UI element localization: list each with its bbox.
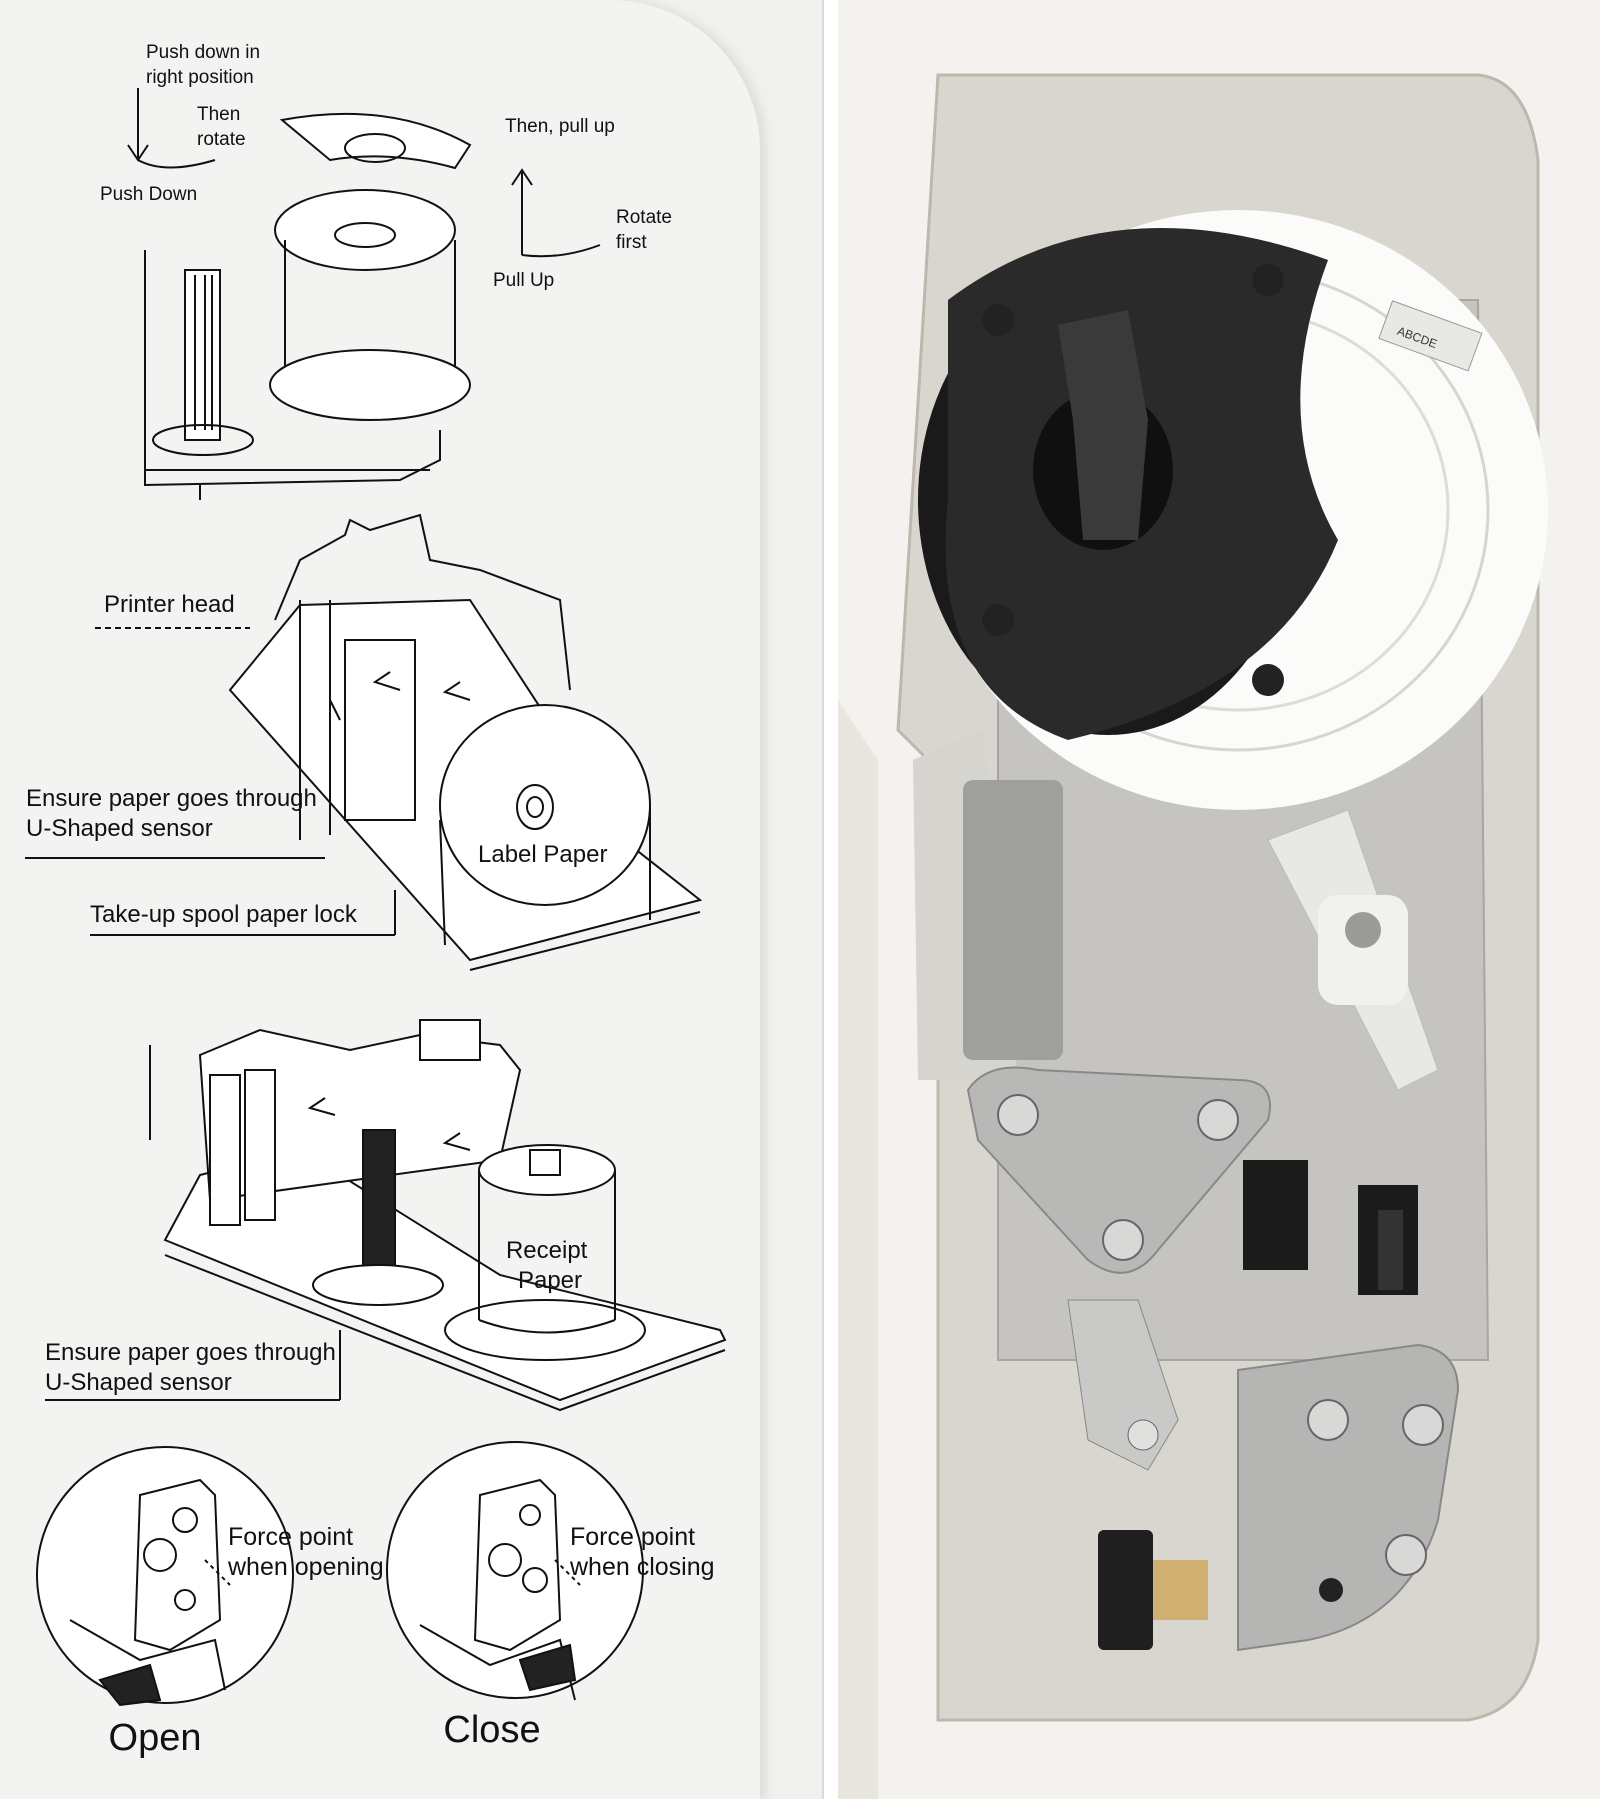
label-label-paper: Label Paper — [478, 841, 607, 868]
spool-cap — [918, 228, 1338, 740]
label-ensure-sensor-2: Ensure paper goes through U-Shaped senso… — [45, 1339, 343, 1396]
instruction-diagram: Push down in right position Then rotate … — [25, 42, 727, 1759]
step2-illustration — [25, 513, 703, 971]
printer-interior-photo: ABCDE — [838, 0, 1600, 1799]
label-rotate-first: Rotate first — [616, 207, 677, 253]
step4-open-illustration — [36, 1446, 294, 1707]
label-receipt-paper: Receipt Paper — [506, 1237, 594, 1294]
label-open: Open — [109, 1717, 202, 1759]
motor-block — [913, 730, 1063, 1080]
label-pull-up: Pull Up — [493, 270, 554, 291]
lever-spring — [1067, 1299, 1208, 1650]
guide-bar — [1267, 809, 1439, 1091]
label-printer-head: Printer head — [104, 591, 235, 618]
scale-strip: ABCDE — [1378, 300, 1483, 372]
step1-illustration — [127, 88, 601, 500]
label-push-down: Push Down — [100, 184, 197, 205]
label-force-open: Force point when opening — [227, 1523, 384, 1581]
printer-interior-illustration: ABCDE — [838, 0, 1600, 1799]
instruction-card: Push down in right position Then rotate … — [0, 0, 822, 1799]
label-close: Close — [443, 1709, 540, 1751]
lower-bracket — [1237, 1343, 1460, 1652]
label-take-up-spool-lock: Take-up spool paper lock — [90, 901, 358, 928]
step3-illustration — [45, 1019, 727, 1412]
label-then-rotate: Then rotate — [197, 104, 246, 150]
label-push-down-in-right-position: Push down in right position — [146, 42, 265, 88]
label-then-pull-up: Then, pull up — [505, 116, 615, 137]
label-ensure-sensor-1: Ensure paper goes through U-Shaped senso… — [26, 785, 324, 842]
step4-close-illustration — [386, 1441, 644, 1701]
upper-bracket — [966, 1066, 1271, 1274]
u-shaped-sensor — [1243, 1160, 1418, 1295]
label-force-close: Force point when closing — [569, 1523, 715, 1581]
